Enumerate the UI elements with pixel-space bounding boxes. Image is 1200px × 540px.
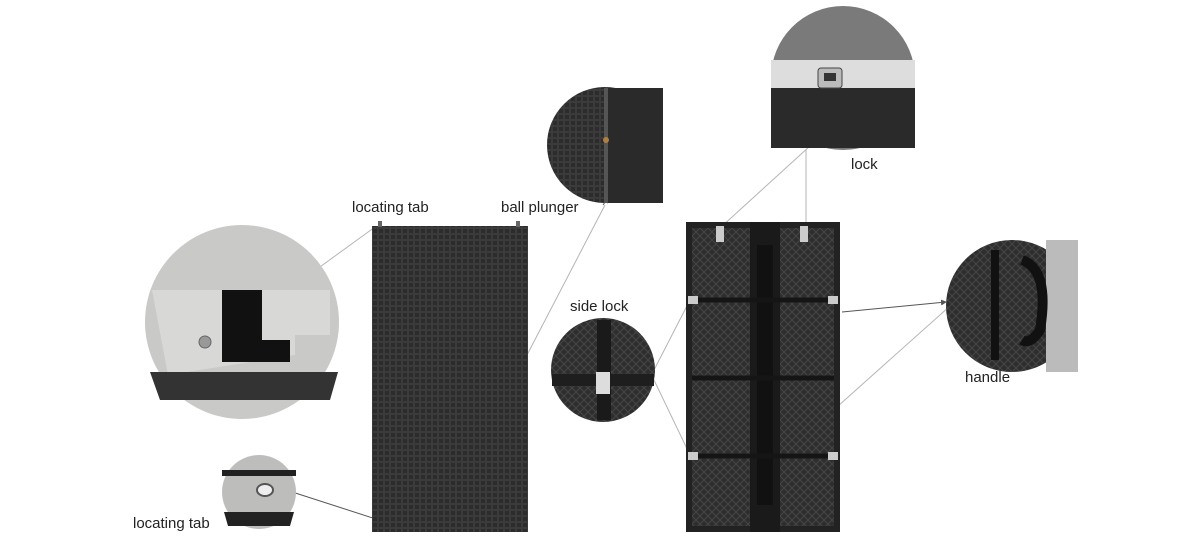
label-side-lock: side lock	[570, 298, 629, 315]
label-locating-tab-top: locating tab	[352, 199, 429, 216]
leader-line-ball-plunger	[526, 204, 606, 356]
label-lock: lock	[851, 156, 878, 173]
leader-line-lock-left	[719, 145, 811, 229]
leader-line-handle-lower	[827, 305, 951, 416]
leader-line-side-lock-lower	[653, 379, 691, 456]
back-panel	[686, 222, 840, 532]
detail-ball-plunger	[547, 87, 663, 203]
label-ball-plunger: ball plunger	[501, 199, 579, 216]
label-handle: handle	[965, 369, 1011, 386]
detail-handle	[946, 240, 1078, 372]
label-locating-tab-bottom: locating tab	[133, 515, 210, 532]
front-panel	[372, 221, 528, 532]
detail-locating-tab-small	[222, 455, 296, 529]
detail-lock	[771, 6, 915, 150]
arrow-handle	[841, 299, 947, 313]
detail-side-lock	[551, 318, 655, 422]
detail-locating-tab-large	[145, 225, 339, 419]
leader-line-side-lock-upper	[653, 299, 691, 371]
